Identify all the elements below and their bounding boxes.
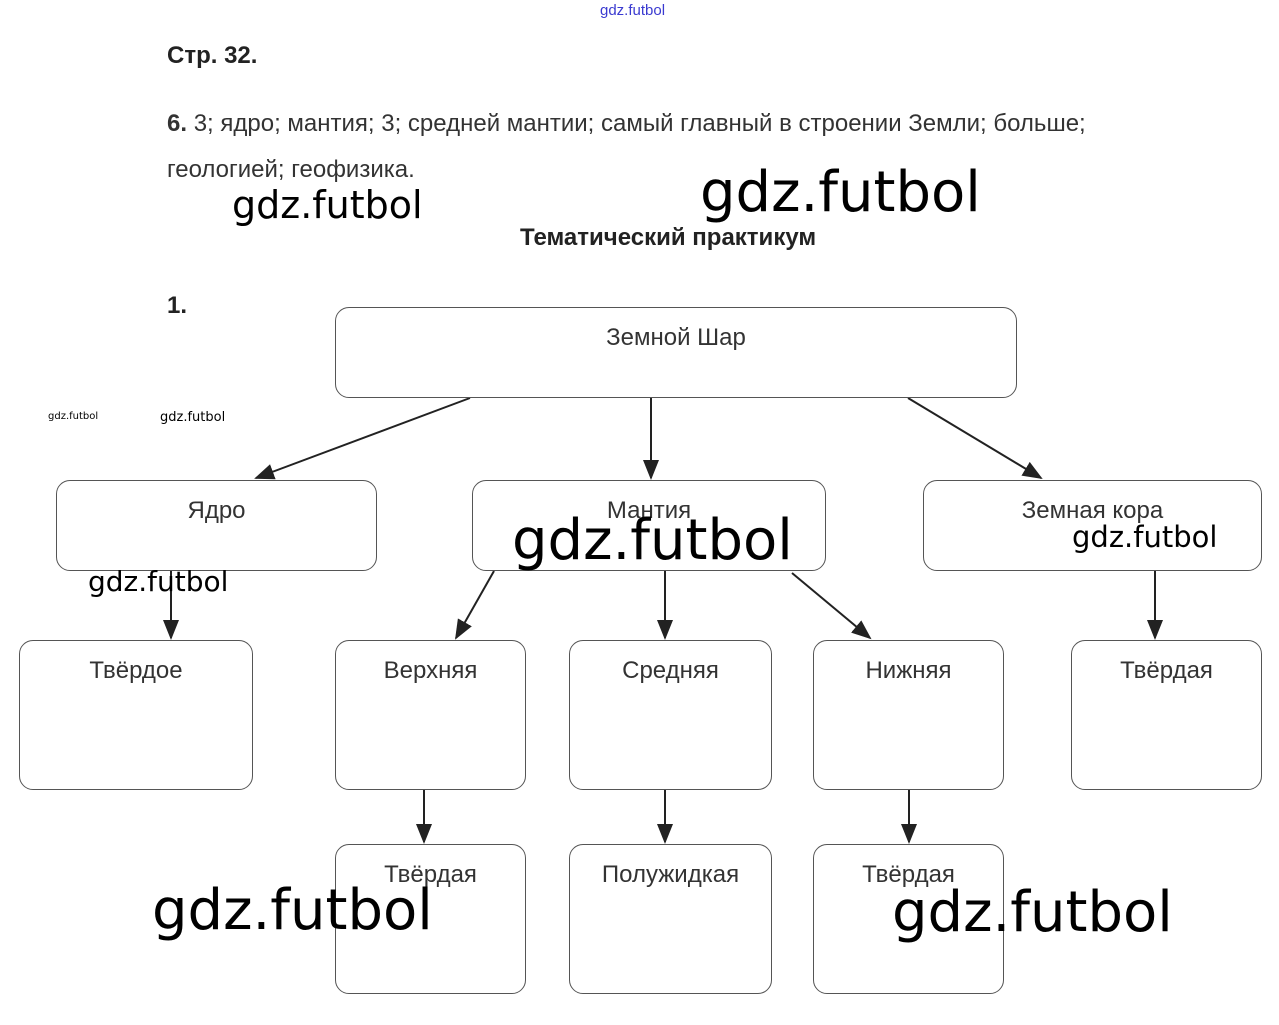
box-label: Земная кора <box>1021 497 1164 524</box>
box-lower-mantle: Нижняя <box>813 640 1004 790</box>
answer-6-line1: 6. 3; ядро; мантия; 3; средней мантии; с… <box>167 110 1086 138</box>
answer-text: 3; ядро; мантия; 3; средней мантии; самы… <box>193 110 1086 137</box>
answer-6-line2: геологией; геофизика. <box>167 156 415 183</box>
watermark: gdz.futbol <box>512 508 793 573</box>
box-label: Нижняя <box>865 657 952 684</box>
watermark: gdz.futbol <box>232 183 423 227</box>
box-upper-state: Твёрдая <box>335 844 526 994</box>
box-label: Средняя <box>622 657 719 684</box>
box-label: Твёрдая <box>862 861 955 888</box>
answer-number: 6. <box>167 110 188 137</box>
task-number: 1. <box>167 292 188 319</box>
box-middle-mantle: Средняя <box>569 640 772 790</box>
page-heading: Стр. 32. <box>167 42 258 69</box>
box-label: Мантия <box>606 497 692 524</box>
watermark: gdz.futbol <box>88 565 229 598</box>
box-label: Верхняя <box>383 657 478 684</box>
box-label: Твёрдая <box>384 861 477 888</box>
watermark: gdz.futbol <box>1072 520 1218 554</box>
box-mantle: Мантия <box>472 480 826 571</box>
box-middle-state: Полужидкая <box>569 844 772 994</box>
top-watermark: gdz.futbol <box>600 2 666 19</box>
section-title: Тематический практикум <box>520 224 817 251</box>
watermark: gdz.futbol <box>48 411 99 422</box>
box-lower-state: Твёрдая <box>813 844 1004 994</box>
box-earth: Земной Шар <box>335 307 1017 398</box>
watermark: gdz.futbol <box>892 880 1173 945</box>
box-label: Ядро <box>187 497 246 524</box>
box-upper-mantle: Верхняя <box>335 640 526 790</box>
box-label: Твёрдое <box>89 657 183 684</box>
box-label: Земной Шар <box>606 324 746 351</box>
box-core: Ядро <box>56 480 377 571</box>
box-core-state: Твёрдое <box>19 640 253 790</box>
box-label: Полужидкая <box>601 861 740 888</box>
box-label: Твёрдая <box>1120 657 1213 684</box>
watermark: gdz.futbol <box>160 410 226 425</box>
watermark: gdz.futbol <box>152 878 433 943</box>
box-crust-state: Твёрдая <box>1071 640 1262 790</box>
box-crust: Земная кора <box>923 480 1262 571</box>
watermark: gdz.futbol <box>700 160 981 225</box>
